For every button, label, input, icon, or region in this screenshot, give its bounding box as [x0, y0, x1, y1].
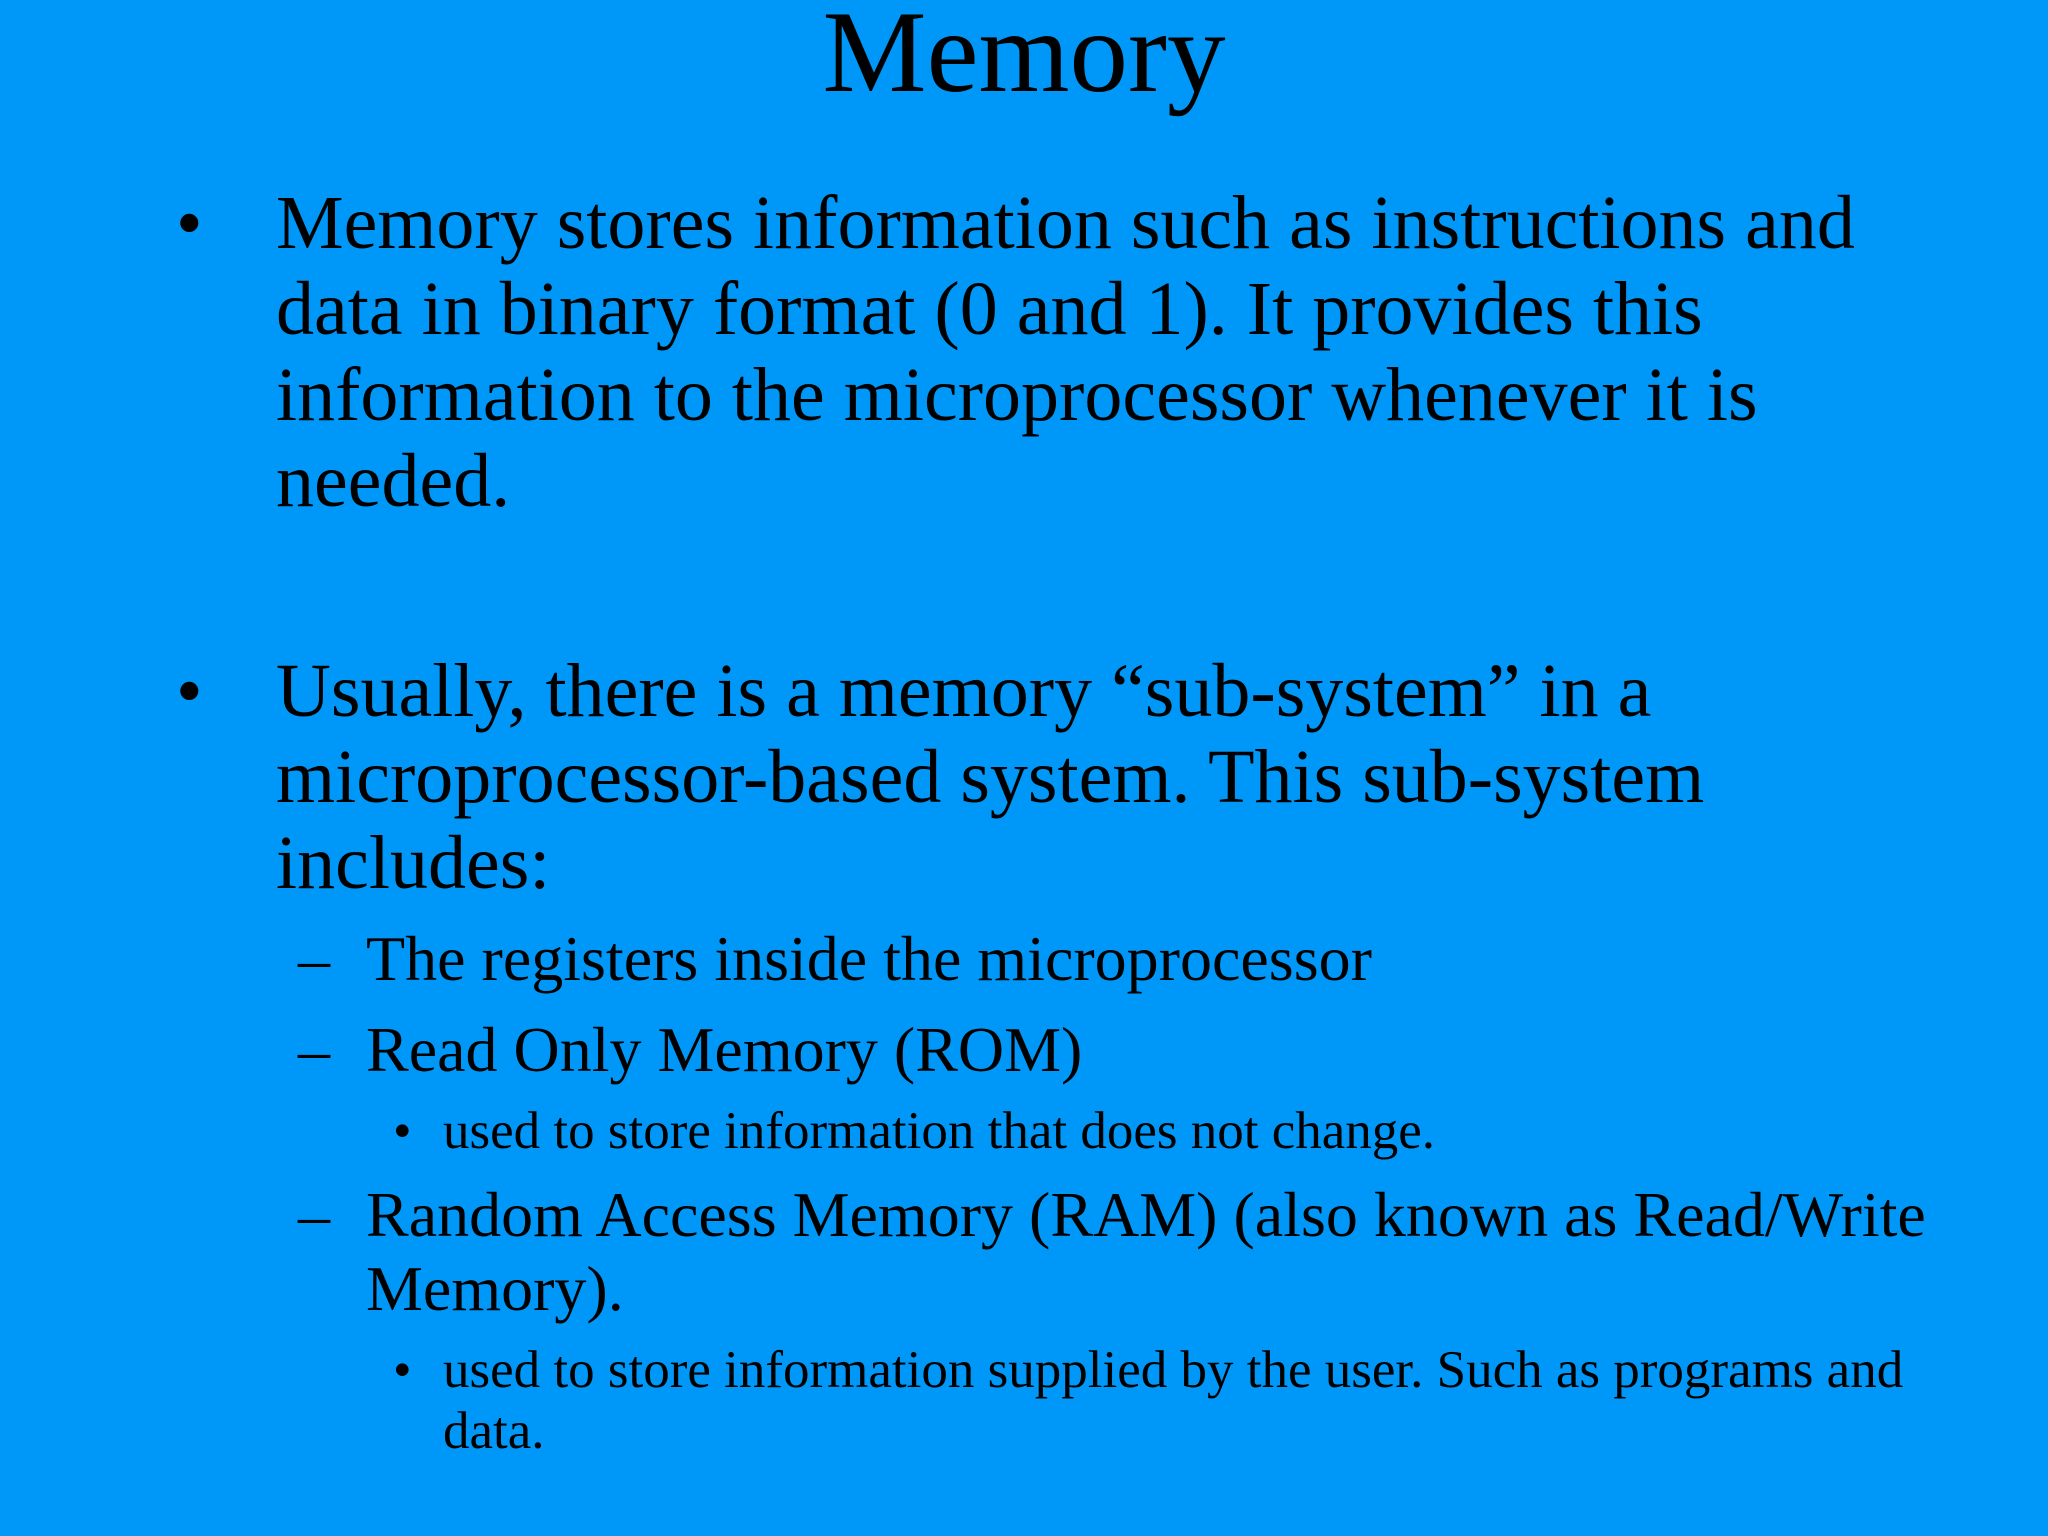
bullet-marker: •	[176, 181, 203, 265]
dash-marker: –	[298, 923, 330, 994]
sub-bullet-item: – The registers inside the microprocesso…	[298, 922, 1966, 996]
sub-sub-bullet-item: • used to store information supplied by …	[393, 1340, 1963, 1462]
sub-sub-bullet-item: • used to store information that does no…	[393, 1101, 1963, 1162]
sub-sub-bullet-text: used to store information that does not …	[443, 1102, 1436, 1160]
sub-bullet-text: Random Access Memory (RAM) (also known a…	[366, 1179, 1926, 1324]
bullet-item: • Memory stores information such as inst…	[176, 180, 1956, 524]
sub-bullet-text: Read Only Memory (ROM)	[366, 1014, 1083, 1085]
bullet-marker: •	[393, 1341, 412, 1399]
bullet-item: • Usually, there is a memory “sub-system…	[176, 648, 1956, 906]
dash-marker: –	[298, 1179, 330, 1250]
sub-bullet-text: The registers inside the microprocessor	[366, 923, 1372, 994]
bullet-text: Usually, there is a memory “sub-system” …	[276, 649, 1705, 905]
slide-title: Memory	[822, 0, 1226, 117]
bullet-marker: •	[176, 649, 203, 733]
sub-bullet-item: – Read Only Memory (ROM)	[298, 1013, 1966, 1087]
bullet-text: Memory stores information such as instru…	[276, 181, 1855, 523]
sub-sub-bullet-text: used to store information supplied by th…	[443, 1341, 1904, 1460]
bullet-marker: •	[393, 1102, 412, 1160]
dash-marker: –	[298, 1014, 330, 1085]
sub-bullet-item: – Random Access Memory (RAM) (also known…	[298, 1178, 1966, 1326]
